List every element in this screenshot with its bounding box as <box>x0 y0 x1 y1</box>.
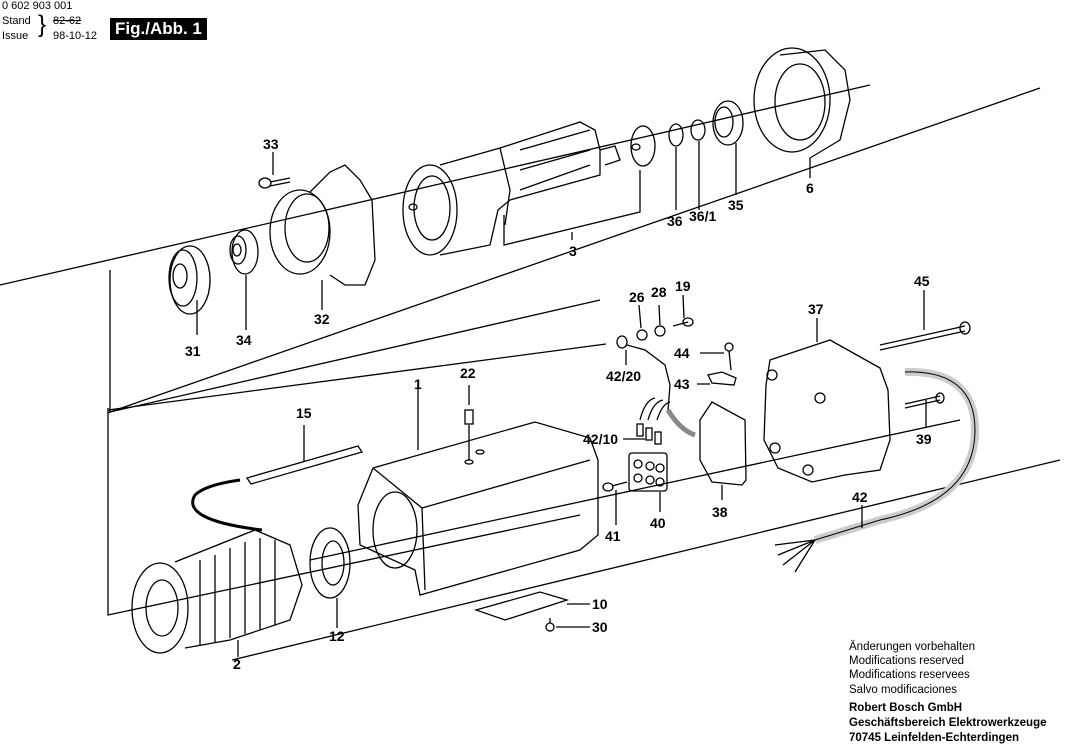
stand-value: 82-62 <box>53 15 82 27</box>
label-37: 37 <box>808 301 824 317</box>
label-36: 36 <box>667 213 683 229</box>
label-3: 3 <box>569 243 577 259</box>
footer-notice-de: Änderungen vorbehalten <box>849 641 975 653</box>
label-22: 22 <box>460 365 476 381</box>
brace-glyph: } <box>38 11 47 38</box>
part-22-grease-nipple <box>464 385 474 465</box>
part-45-long-screw <box>879 290 971 351</box>
label-31: 31 <box>185 343 201 359</box>
part-15-sleeve <box>245 425 364 485</box>
part-37-end-shield <box>763 318 891 483</box>
label-30: 30 <box>592 619 608 635</box>
label-43: 43 <box>674 376 690 392</box>
part-36-1-washer <box>690 119 706 210</box>
label-36-1: 36/1 <box>689 208 716 224</box>
part-6-bearing-housing <box>753 47 851 178</box>
part-42-20-ground-lead <box>616 335 671 411</box>
label-39: 39 <box>916 431 932 447</box>
label-12: 12 <box>329 628 345 644</box>
part-42-10-connection-leads <box>623 397 696 445</box>
label-42-20: 42/20 <box>606 368 641 384</box>
part-labels: 33 31 34 32 3 36 36/1 35 6 26 28 19 45 3… <box>185 136 932 672</box>
issue-value: 98-10-12 <box>53 30 98 42</box>
footer-division: Geschäftsbereich Elektrowerkzeuge <box>849 717 1047 729</box>
label-28: 28 <box>651 284 667 300</box>
part-19-screw <box>672 294 694 327</box>
lower-assembly-axis <box>107 343 961 616</box>
label-44: 44 <box>674 345 690 361</box>
footer-address: 70745 Leinfelden-Echterdingen <box>849 732 1019 744</box>
part-30-screw <box>545 618 590 632</box>
part-3-armature <box>402 121 641 256</box>
label-42: 42 <box>852 489 868 505</box>
footer-company: Robert Bosch GmbH <box>849 702 963 714</box>
part-38-terminal-cover <box>699 401 747 500</box>
figure-label: Fig./Abb. 1 <box>110 18 207 40</box>
label-34: 34 <box>236 332 252 348</box>
part-3-end-disc <box>630 125 656 167</box>
label-6: 6 <box>806 180 814 196</box>
label-26: 26 <box>629 289 645 305</box>
label-19: 19 <box>675 278 691 294</box>
part-number: 0 602 903 001 <box>2 0 73 12</box>
label-10: 10 <box>592 596 608 612</box>
part-32-bearing-flange <box>269 164 376 310</box>
footer-notice-fr: Modifications reservees <box>849 669 970 681</box>
label-35: 35 <box>728 197 744 213</box>
footer-notice-es: Salvo modificaciones <box>849 684 958 696</box>
label-1: 1 <box>414 376 422 392</box>
label-38: 38 <box>712 504 728 520</box>
part-34-ball-bearing <box>229 229 259 330</box>
part-44-screw <box>700 342 734 371</box>
label-32: 32 <box>314 311 330 327</box>
issue-label: Issue <box>2 30 29 42</box>
part-41-screw <box>602 481 628 525</box>
part-43-cable-clamp <box>697 371 737 386</box>
part-26-washer <box>636 304 648 341</box>
upper-assembly-axis <box>0 84 1061 661</box>
footer-notice-en: Modifications reserved <box>849 655 965 667</box>
part-12-insulating-ring <box>309 527 351 628</box>
label-15: 15 <box>296 405 312 421</box>
part-33-screw <box>258 152 291 189</box>
part-35-ball-bearing <box>712 100 744 195</box>
part-40-terminal-block <box>628 452 668 512</box>
part-10-nameplate <box>473 591 590 621</box>
part-39-screw <box>904 392 945 428</box>
part-2-field-stator <box>131 478 303 657</box>
part-28-lock-washer <box>654 304 666 337</box>
part-42-power-cable <box>774 367 980 573</box>
part-31-seal-ring <box>168 245 211 335</box>
label-2: 2 <box>233 656 241 672</box>
part-1-motor-housing <box>357 382 599 596</box>
label-42-10: 42/10 <box>583 431 618 447</box>
part-36-washer <box>668 123 684 210</box>
label-40: 40 <box>650 515 666 531</box>
label-33: 33 <box>263 136 279 152</box>
stand-label: Stand <box>2 15 31 27</box>
label-41: 41 <box>605 528 621 544</box>
label-45: 45 <box>914 273 930 289</box>
